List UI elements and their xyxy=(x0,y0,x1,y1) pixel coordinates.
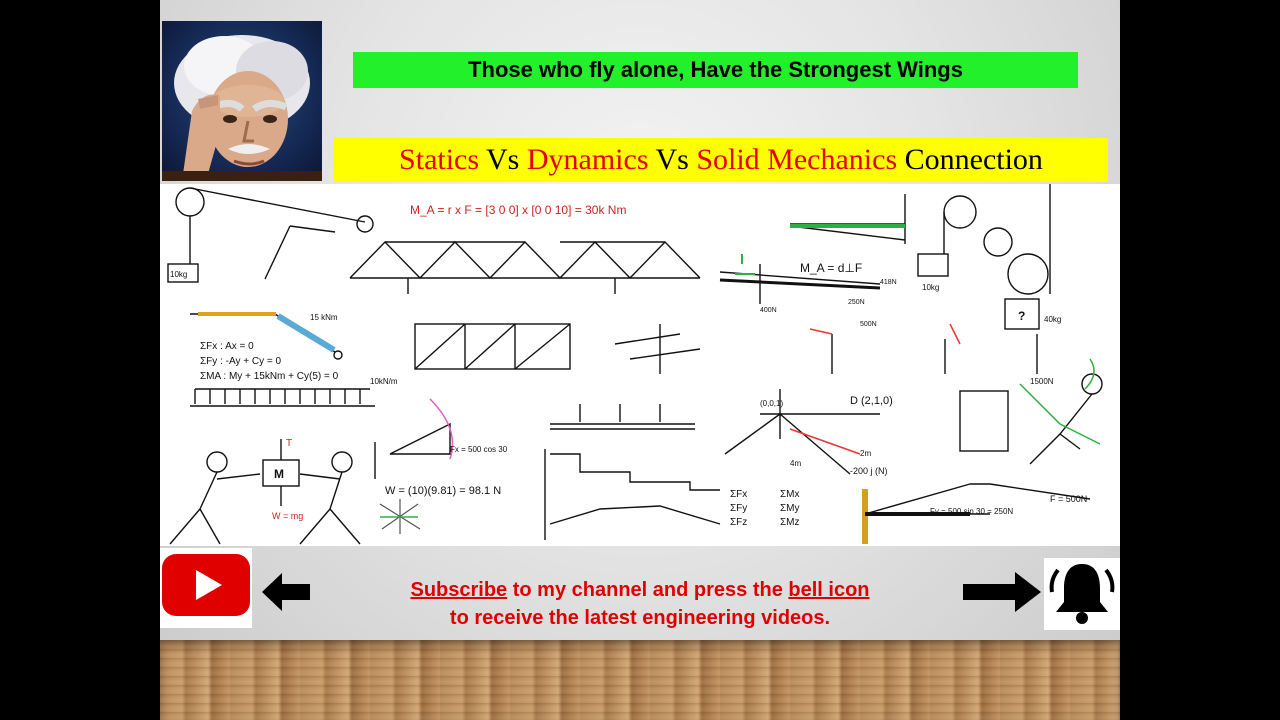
title-solid-mechanics: Solid Mechanics xyxy=(696,143,898,176)
origin-label: (0,0,1) xyxy=(760,399,783,408)
whiteboard-collage: M_A = r x F = [3 0 0] x [0 0 10] = 30k N… xyxy=(160,184,1120,546)
subscribe-mid-text: to my channel and press the xyxy=(507,579,789,601)
load-418-label: 418N xyxy=(880,279,897,286)
youtube-logo[interactable] xyxy=(160,548,252,628)
bell-icon xyxy=(1049,564,1115,624)
youtube-icon xyxy=(162,554,250,616)
point-d-label: D (2,1,0) xyxy=(850,395,893,407)
load-500-label: 500N xyxy=(860,321,877,328)
title-vs-1: Vs xyxy=(479,143,527,176)
notification-bell[interactable] xyxy=(1044,558,1120,630)
weight-mg-label: W = mg xyxy=(272,511,303,521)
tension-label: T xyxy=(286,438,292,449)
subscribe-line-2: to receive the latest engineering videos… xyxy=(449,607,831,629)
equilibrium-eq-3: ΣMA : My + 15kNm + Cy(5) = 0 xyxy=(200,371,339,382)
fy-equation: Fy = 500 sin 30 = 250N xyxy=(930,507,1013,516)
pulley-mass-label: 10kg xyxy=(922,283,939,292)
sum-mx: ΣMx xyxy=(780,489,800,500)
weight-block-label: 10kg xyxy=(170,270,187,279)
force-500-label: F = 500N xyxy=(1050,494,1087,504)
portrait-drawing xyxy=(162,35,322,181)
title-vs-2: Vs xyxy=(648,143,697,176)
force-neg200-label: -200 j (N) xyxy=(850,466,888,476)
moment-15knm-label: 15 kNm xyxy=(310,313,338,322)
sum-mz: ΣMz xyxy=(780,517,800,528)
subscribe-message: Subscribe to my channel and press the be… xyxy=(310,576,970,632)
fx-equation: Fx = 500 cos 30 xyxy=(450,445,508,454)
subscribe-line-1: Subscribe to my channel and press the be… xyxy=(310,576,970,604)
moment-equation: M_A = r x F = [3 0 0] x [0 0 10] = 30k N… xyxy=(410,203,626,217)
load-250-label: 250N xyxy=(848,299,865,306)
distributed-load-label: 10kN/m xyxy=(370,377,398,386)
sum-fx: ΣFx xyxy=(730,489,747,500)
load-1500-label: 1500N xyxy=(1030,377,1054,386)
arrow-right-icon xyxy=(963,572,1041,612)
mass-40kg-label: 40kg xyxy=(1044,315,1061,324)
arrow-left-icon xyxy=(262,573,310,611)
question-mark-label: ? xyxy=(1018,309,1025,323)
sum-fz: ΣFz xyxy=(730,517,747,528)
title-connection: Connection xyxy=(897,143,1043,176)
sketches: M_A = r x F = [3 0 0] x [0 0 10] = 30k N… xyxy=(167,184,1103,545)
load-400-label: 400N xyxy=(760,307,777,314)
title-banner: Statics Vs Dynamics Vs Solid Mechanics C… xyxy=(334,138,1108,182)
weight-equation: W = (10)(9.81) = 98.1 N xyxy=(385,485,501,497)
mass-block-label: M xyxy=(274,467,284,481)
slide: Those who fly alone, Have the Strongest … xyxy=(160,0,1120,720)
dist-2m-label: 2m xyxy=(860,449,871,458)
subscribe-link[interactable]: Subscribe xyxy=(410,579,508,601)
quote-banner: Those who fly alone, Have the Strongest … xyxy=(353,52,1078,88)
einstein-portrait xyxy=(162,21,322,181)
dist-4m-label: 4m xyxy=(790,459,801,468)
sum-my: ΣMy xyxy=(780,503,800,514)
equilibrium-eq-1: ΣFx : Ax = 0 xyxy=(200,341,254,352)
moment-definition: M_A = d⊥F xyxy=(800,261,862,275)
wooden-floor xyxy=(160,640,1120,720)
bell-icon-link[interactable]: bell icon xyxy=(788,579,870,601)
title-dynamics: Dynamics xyxy=(526,143,649,176)
title-statics: Statics xyxy=(399,143,480,176)
sum-fy: ΣFy xyxy=(730,503,747,514)
equilibrium-eq-2: ΣFy : -Ay + Cy = 0 xyxy=(200,356,281,367)
